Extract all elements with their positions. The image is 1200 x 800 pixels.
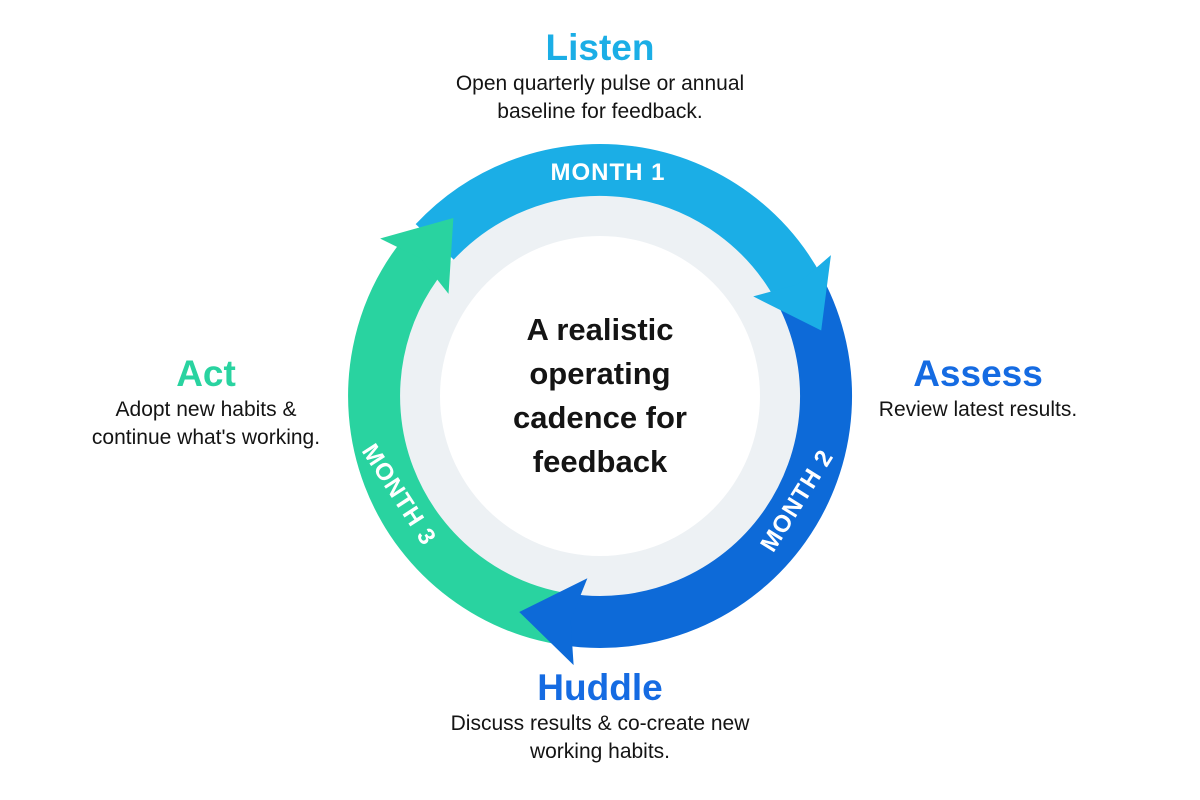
center-title-line: operating (529, 356, 671, 391)
stage-listen-desc-line: Open quarterly pulse or annual (455, 72, 745, 95)
stage-assess-desc-line: Review latest results. (878, 398, 1078, 421)
stage-act-desc-line: Adopt new habits & (115, 398, 297, 421)
center-disc (440, 236, 760, 556)
arrow-month3-to-month1-icon (380, 218, 454, 294)
stage-huddle-description: Discuss results & co-create new working … (420, 710, 780, 766)
stage-act-desc-line: continue what's working. (91, 426, 321, 449)
stage-listen: Listen Open quarterly pulse or annual ba… (400, 26, 800, 126)
stage-act: Act Adopt new habits & continue what's w… (46, 352, 366, 452)
month-1-arc (415, 143, 823, 303)
arrow-month1-to-month2-icon (753, 255, 831, 331)
stage-assess-description: Review latest results. (818, 396, 1138, 424)
stage-huddle: Huddle Discuss results & co-create new w… (420, 666, 780, 766)
center-title: A realistic operating cadence for feedba… (440, 308, 760, 484)
stage-huddle-heading: Huddle (537, 667, 663, 708)
stage-listen-description: Open quarterly pulse or annual baseline … (400, 70, 800, 126)
stage-assess-heading: Assess (913, 353, 1043, 394)
center-title-line: feedback (532, 444, 668, 479)
stage-huddle-desc-line: Discuss results & co-create new (450, 712, 750, 735)
stage-listen-desc-line: baseline for feedback. (497, 100, 703, 123)
month-1-label: MONTH 1 (551, 159, 666, 186)
center-title-line: cadence for (512, 400, 687, 435)
arrow-month2-to-month3-icon (519, 578, 588, 666)
stage-act-heading: Act (176, 353, 236, 394)
stage-huddle-desc-line: working habits. (529, 740, 671, 763)
month-3-arc (348, 237, 570, 645)
month-2-arc (560, 277, 853, 648)
stage-assess: Assess Review latest results. (818, 352, 1138, 424)
stage-act-description: Adopt new habits & continue what's worki… (46, 396, 366, 452)
stage-listen-heading: Listen (545, 27, 655, 68)
center-title-line: A realistic (526, 312, 674, 347)
